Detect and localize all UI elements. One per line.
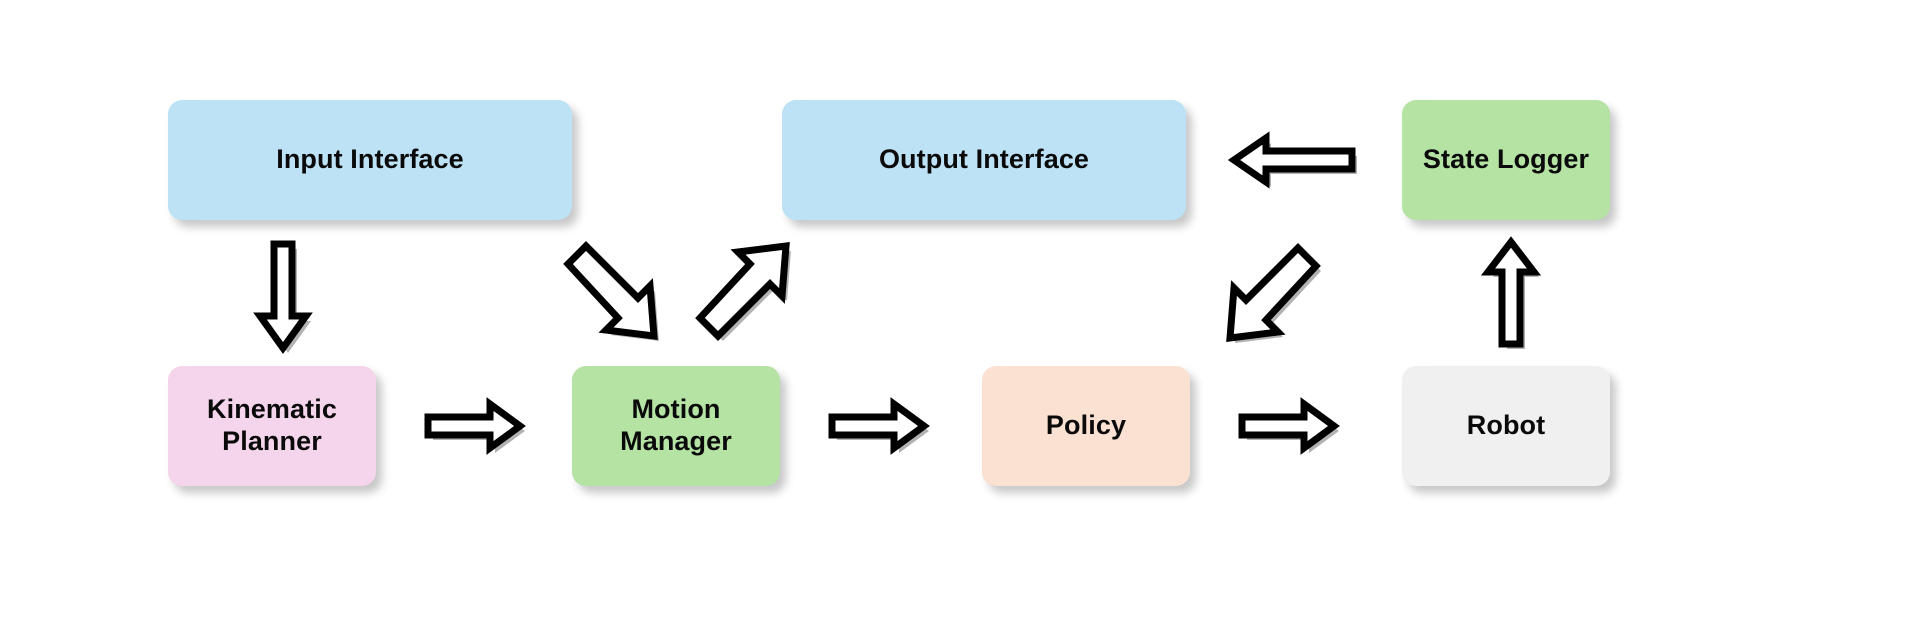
arrow-state-logger-to-policy <box>1224 242 1334 352</box>
node-label: Robot <box>1466 410 1546 441</box>
node-input-interface[interactable]: Input Interface <box>168 100 572 220</box>
node-label: Kinematic Planner <box>207 394 337 456</box>
arrow-motion-manager-to-output <box>694 240 804 350</box>
arrow-kinematic-planner-to-motion-manager <box>422 396 532 466</box>
arrow-robot-to-state-logger <box>1476 236 1546 358</box>
node-policy[interactable]: Policy <box>982 366 1190 486</box>
node-state-logger[interactable]: State Logger <box>1402 100 1610 220</box>
node-motion-manager[interactable]: Motion Manager <box>572 366 780 486</box>
node-label: Policy <box>1045 410 1127 441</box>
node-kinematic-planner[interactable]: Kinematic Planner <box>168 366 376 486</box>
arrow-motion-manager-to-policy <box>826 396 936 466</box>
arrow-input-to-motion-manager <box>562 240 672 350</box>
node-output-interface[interactable]: Output Interface <box>782 100 1186 220</box>
node-label: Output Interface <box>878 144 1090 175</box>
arrow-policy-to-robot <box>1236 396 1346 466</box>
node-robot[interactable]: Robot <box>1402 366 1610 486</box>
arrow-input-to-kinematic-planner <box>248 238 318 356</box>
arrow-state-logger-to-output <box>1227 130 1368 200</box>
node-label: Motion Manager <box>620 394 732 456</box>
node-label: Input Interface <box>276 144 464 175</box>
node-label: State Logger <box>1422 144 1590 175</box>
